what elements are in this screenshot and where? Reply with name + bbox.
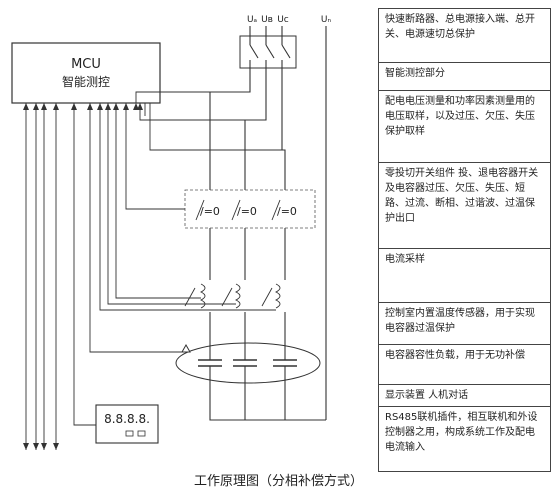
main-breaker-box [239,35,297,69]
zero-switch-label-c: /=0 [277,205,297,218]
temperature-sensor-icon [181,343,191,353]
mcu-box [11,42,161,104]
phase-lines [209,68,326,421]
circuit-diagram: MCU 智能测控 Uₐ Uʙ Uc Uₙ /=0 /=0 /=0 [11,15,332,450]
current-transformers [184,283,281,309]
bus-label-ua: Uₐ [247,15,257,25]
zero-switch-label-a: /=0 [200,205,220,218]
diagram-caption: 工作原理图（分相补偿方式） [193,474,363,489]
legend-rs485: RS485联机插件，相互联机和外设控制器之用，构成系统工作及配电电流输入 [385,412,538,453]
display-digits: 8.8.8.8. [104,412,150,426]
zero-switch-label-b: /=0 [237,205,257,218]
display-button-2 [137,430,146,437]
legend-mcu: 智能测控部分 [379,63,550,91]
mcu-subtitle: 智能测控 [62,74,110,89]
mcu-signal-wires [25,91,285,450]
legend-current-sampling: 电流采样 [379,249,550,303]
display-device [95,404,159,444]
legend-panel: 快速断路器、总电源接入端、总开关、电源速切总保护 智能测控部分 配电电压测量和功… [378,8,551,472]
legend-breaker: 快速断路器、总电源接入端、总开关、电源速切总保护 [379,9,550,63]
legend-capacitor: 电容器容性负载，用于无功补偿 [379,345,550,385]
capacitor-plates [198,359,297,367]
bus-label-ub: Uʙ [261,15,273,25]
display-button-1 [125,430,134,437]
legend-voltage-sampling: 配电电压测量和功率因素测量用的电压取样，以及过压、欠压、失压保护取样 [379,91,550,163]
signal-arrowheads [23,103,143,450]
legend-display: 显示装置 人机对话 [379,385,550,407]
mcu-label: MCU [71,57,101,72]
zero-switch-symbols [195,199,281,221]
capacitor-bank-outline [175,342,321,384]
legend-zero-switch: 零投切开关组件 投、退电容器开关及电容器过压、欠压、失压、短路、过流、断相、过谐… [379,163,550,249]
legend-temperature-sensor: 控制室内置温度传感器，用于实现电容器过温保护 [379,303,550,345]
breaker-contacts [249,26,291,68]
bus-label-uc: Uc [277,15,289,25]
bus-label-un: Uₙ [321,15,332,25]
